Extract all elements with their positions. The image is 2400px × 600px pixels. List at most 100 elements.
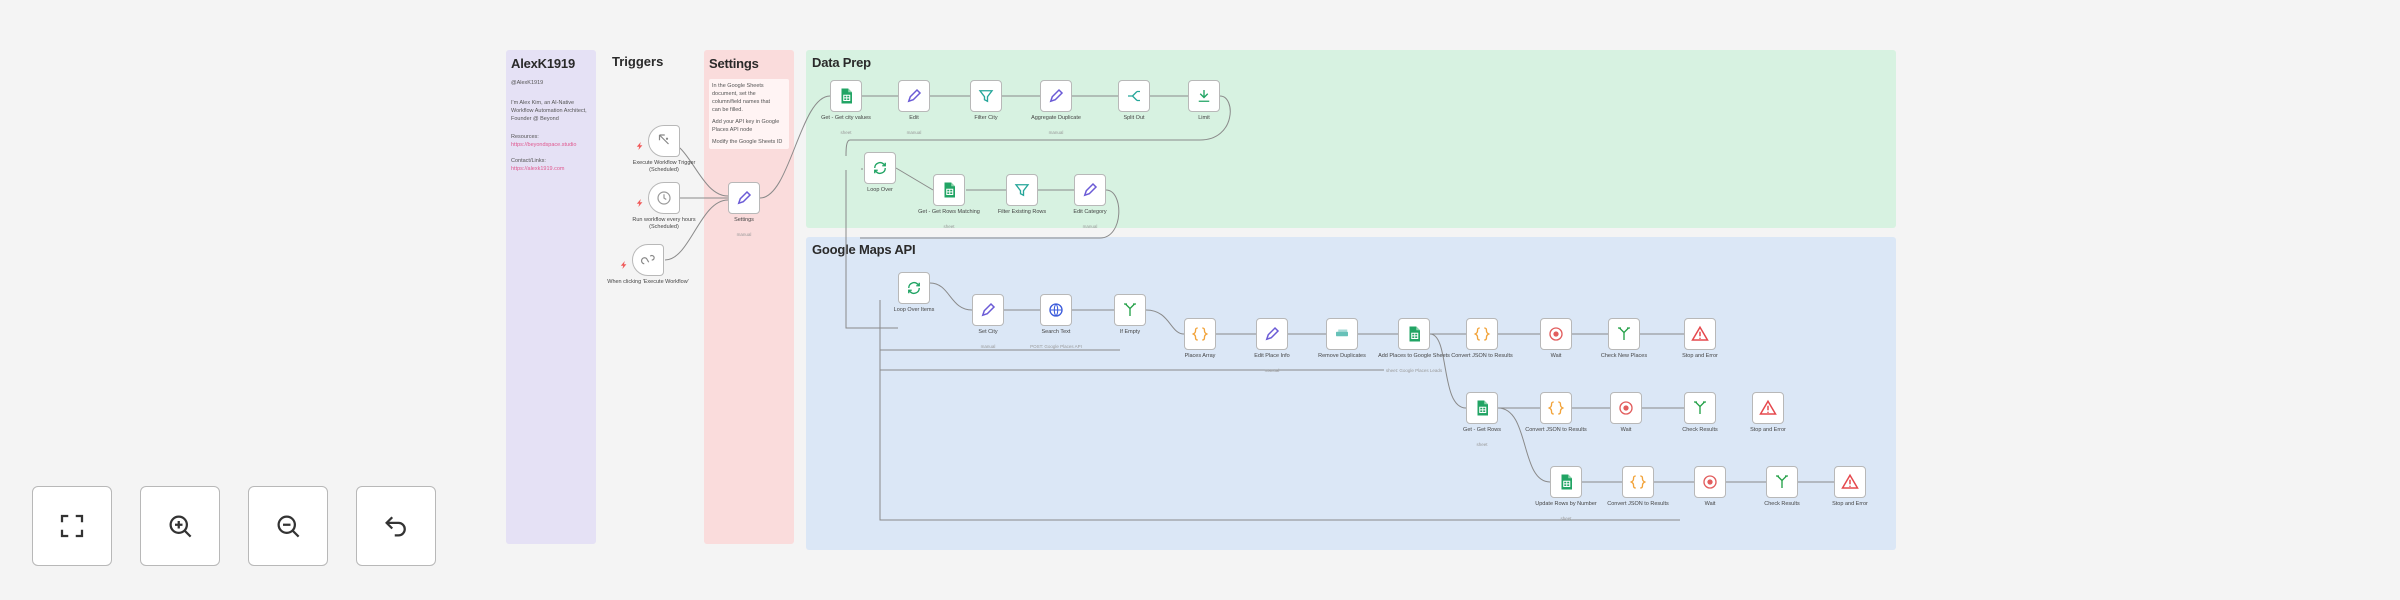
node-label: Filter City [974, 115, 998, 121]
node-label: Settings [734, 217, 754, 223]
settings-line: In the Google Sheets [712, 83, 764, 89]
node-if2[interactable] [1608, 318, 1640, 350]
node-get-rows[interactable] [830, 80, 862, 112]
node-label: Loop Over [867, 187, 893, 193]
sticky-author[interactable]: AlexK1919 @AlexK1919 I'm Alex Kim, an AI… [506, 50, 596, 544]
node-loop1[interactable] [864, 152, 896, 184]
node-if4[interactable] [1766, 466, 1798, 498]
if-icon [1124, 303, 1136, 316]
clock-icon [657, 191, 671, 205]
zoom-in-icon [169, 515, 192, 538]
node-label: When clicking 'Execute Workflow' [607, 279, 689, 285]
node-filter1[interactable] [970, 80, 1002, 112]
node-update[interactable] [1466, 392, 1498, 424]
node-label: Remove Duplicates [1318, 353, 1366, 359]
node-fmt1[interactable] [1466, 318, 1498, 350]
wait-icon [1703, 475, 1717, 489]
sticky-settings[interactable]: Settings In the Google Sheets document, … [704, 50, 794, 544]
node-label: Get - Get Rows Matching [918, 209, 980, 215]
node-fmt3[interactable] [1622, 466, 1654, 498]
sticky-data-prep[interactable]: Data Prep [806, 50, 1896, 228]
contact-link[interactable]: https://alexk1919.com [511, 166, 565, 172]
node-batch[interactable] [1326, 318, 1358, 350]
sheets-icon [944, 182, 955, 198]
node-limit[interactable] [1188, 80, 1220, 112]
undo-icon [385, 516, 406, 537]
node-label: Convert JSON to Results [1525, 427, 1587, 433]
node-subtitle: manual [980, 344, 996, 349]
if-icon [1776, 475, 1788, 488]
node-append[interactable] [1398, 318, 1430, 350]
node-wait1[interactable] [1540, 318, 1572, 350]
edit-icon [1265, 326, 1280, 341]
node-schedule[interactable] [648, 182, 680, 214]
node-if3[interactable] [1684, 392, 1716, 424]
stop-icon [1759, 399, 1777, 415]
triggers-title: Triggers [612, 54, 664, 69]
node-stop1[interactable] [1684, 318, 1716, 350]
node-http[interactable] [1040, 294, 1072, 326]
node-aggregate[interactable] [1040, 80, 1072, 112]
fit-view-icon [60, 514, 84, 538]
node-fmt2[interactable] [1540, 392, 1572, 424]
trigger-bolt-icon [620, 256, 628, 269]
stop-icon [1691, 325, 1709, 341]
settings-notes: In the Google Sheets document, set the c… [709, 79, 789, 149]
node-code[interactable] [1184, 318, 1216, 350]
node-filter2[interactable] [1006, 174, 1038, 206]
node-webhook[interactable] [632, 244, 664, 276]
limit-icon [1198, 90, 1210, 102]
fit-view-button[interactable] [32, 486, 112, 566]
edit-icon [737, 190, 752, 205]
settings-line: document, set the [712, 91, 756, 97]
node-get-rows2[interactable] [933, 174, 965, 206]
filter-icon [1014, 184, 1030, 197]
split-icon [1128, 90, 1140, 102]
code-icon [1473, 327, 1491, 341]
node-wait2[interactable] [1610, 392, 1642, 424]
node-label: Update Rows by Number [1535, 501, 1597, 507]
node-label: Get - Get Rows [1463, 427, 1501, 433]
node-label: Wait [1550, 353, 1562, 359]
undo-button[interactable] [356, 486, 436, 566]
node-stop2[interactable] [1752, 392, 1784, 424]
node-label: Split Out [1123, 115, 1145, 121]
node-label: Check Results [1682, 427, 1718, 433]
node-update2[interactable] [1550, 466, 1582, 498]
node-subtitle: manual [736, 232, 752, 237]
node-subtitle: manual [1082, 224, 1098, 229]
node-subtitle: manual [1048, 130, 1064, 135]
node-if1[interactable] [1114, 294, 1146, 326]
node-split[interactable] [1118, 80, 1150, 112]
if-icon [1694, 401, 1706, 414]
node-subtitle: sheet: Google Places Leads [1385, 368, 1443, 373]
zoom-out-button[interactable] [248, 486, 328, 566]
node-settings[interactable] [728, 182, 760, 214]
node-label: Edit Category [1073, 209, 1107, 215]
settings-title: Settings [709, 56, 759, 71]
node-manual[interactable] [648, 125, 680, 157]
node-edit3[interactable] [1256, 318, 1288, 350]
node-label: Stop and Error [1750, 427, 1786, 433]
node-wait3[interactable] [1694, 466, 1726, 498]
node-label: Convert JSON to Results [1451, 353, 1513, 359]
node-loop2[interactable] [898, 272, 930, 304]
resources-label: Resources: [511, 134, 539, 140]
node-label: Execute Workflow Trigger (Scheduled) [632, 160, 696, 173]
loop-icon [874, 162, 886, 174]
code-icon [1547, 401, 1565, 415]
node-label: Edit [909, 115, 919, 121]
node-label: Run workflow every hours (Scheduled) [632, 217, 696, 230]
node-label: Aggregate Duplicate [1031, 115, 1081, 121]
wait-icon [1549, 327, 1563, 341]
node-edit1[interactable] [898, 80, 930, 112]
node-edit2[interactable] [1074, 174, 1106, 206]
zoom-in-button[interactable] [140, 486, 220, 566]
node-stop3[interactable] [1834, 466, 1866, 498]
node-subtitle: manual [1264, 368, 1280, 373]
node-set-city[interactable] [972, 294, 1004, 326]
zoom-out-icon [277, 515, 300, 538]
resource-link[interactable]: https://beyondspace.studio [511, 142, 577, 148]
settings-line: Places API node [712, 127, 753, 133]
